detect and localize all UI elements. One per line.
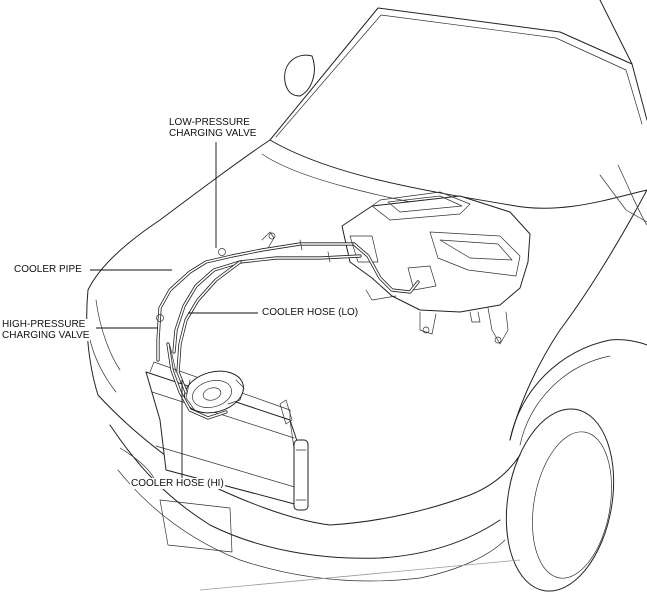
leader-lines — [90, 142, 258, 478]
cooler-hose-lo-label: COOLER HOSE (LO) — [261, 307, 360, 318]
hvac-top-duct — [371, 191, 471, 221]
cooler-pipe-label: COOLER PIPE — [13, 264, 83, 275]
high-pressure-valve-label-line2: CHARGING VALVE — [2, 330, 90, 341]
low-pressure-valve-label-line2: CHARGING VALVE — [169, 128, 257, 139]
low-pressure-valve-label: LOW-PRESSURE CHARGING VALVE — [168, 117, 258, 139]
high-pressure-valve-fitting — [156, 314, 164, 322]
high-pressure-valve-label: HIGH-PRESSURE CHARGING VALVE — [1, 319, 91, 341]
high-pressure-valve-label-line1: HIGH-PRESSURE — [2, 319, 86, 330]
hvac-unit — [341, 191, 531, 345]
low-pressure-valve-label-line1: LOW-PRESSURE — [169, 117, 250, 128]
vehicle-body — [86, 0, 647, 592]
low-pressure-valve-fitting — [218, 248, 226, 256]
cooler-hose-hi-label: COOLER HOSE (HI) — [130, 478, 225, 489]
front-wheel — [505, 408, 615, 592]
refrigerant-lines — [156, 231, 420, 420]
license-plate-area — [159, 499, 233, 553]
side-mirror — [284, 54, 315, 97]
condenser — [145, 345, 309, 511]
compressor — [184, 370, 245, 414]
receiver-drier — [293, 439, 309, 511]
